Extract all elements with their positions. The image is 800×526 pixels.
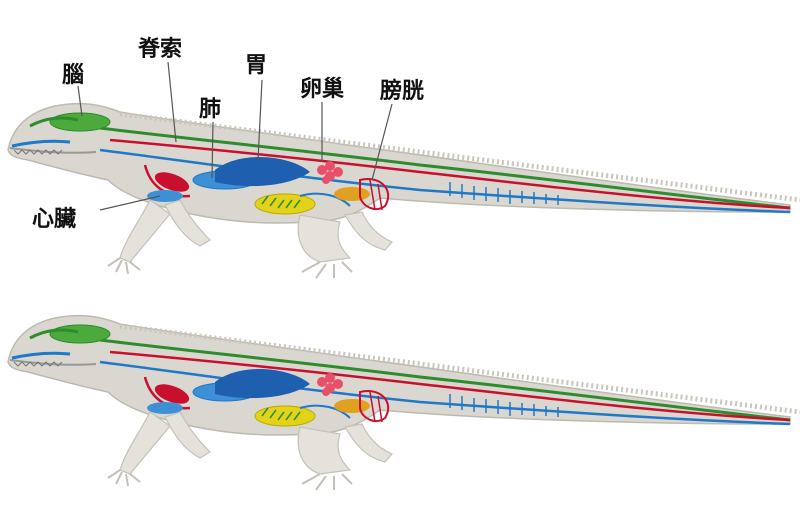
label-brain: 腦 <box>62 63 84 88</box>
label-bladder: 膀胱 <box>380 78 424 104</box>
labeled-lizard <box>8 104 800 278</box>
label-spinal-cord: 脊索 <box>137 36 182 62</box>
leader-lines <box>77 61 393 211</box>
label-ovary: 卵巢 <box>300 76 344 102</box>
label-heart: 心臟 <box>32 207 76 232</box>
unlabeled-lizard <box>8 316 800 490</box>
label-lung: 肺 <box>199 97 221 122</box>
label-stomach: 胃 <box>245 53 267 78</box>
